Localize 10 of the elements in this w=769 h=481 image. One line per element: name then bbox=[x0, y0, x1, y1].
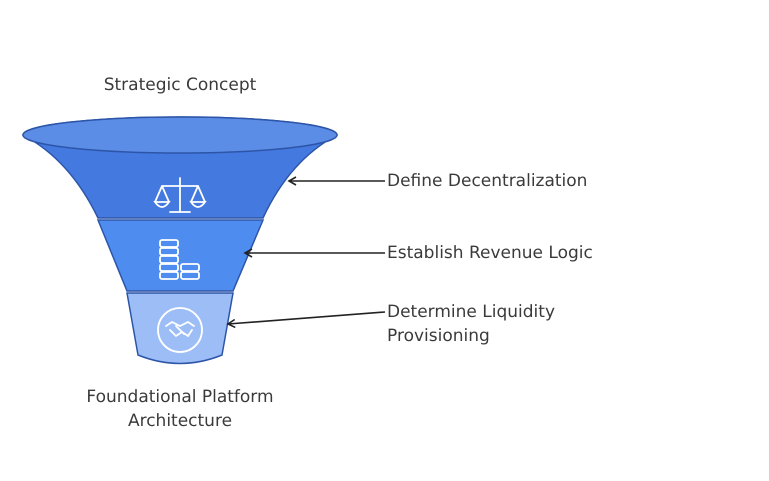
funnel-top-label: Strategic Concept bbox=[102, 74, 258, 97]
funnel-bottom-label: Foundational Platform Architecture bbox=[85, 386, 275, 433]
arrow bbox=[288, 176, 385, 186]
arrow bbox=[244, 248, 385, 258]
arrow bbox=[227, 311, 386, 328]
funnel-section bbox=[96, 219, 265, 292]
step-label: Determine Liquidity Provisioning bbox=[387, 300, 577, 348]
funnel-section bbox=[22, 116, 339, 219]
step-label: Define Decentralization bbox=[387, 169, 647, 193]
step-label: Establish Revenue Logic bbox=[387, 241, 647, 265]
